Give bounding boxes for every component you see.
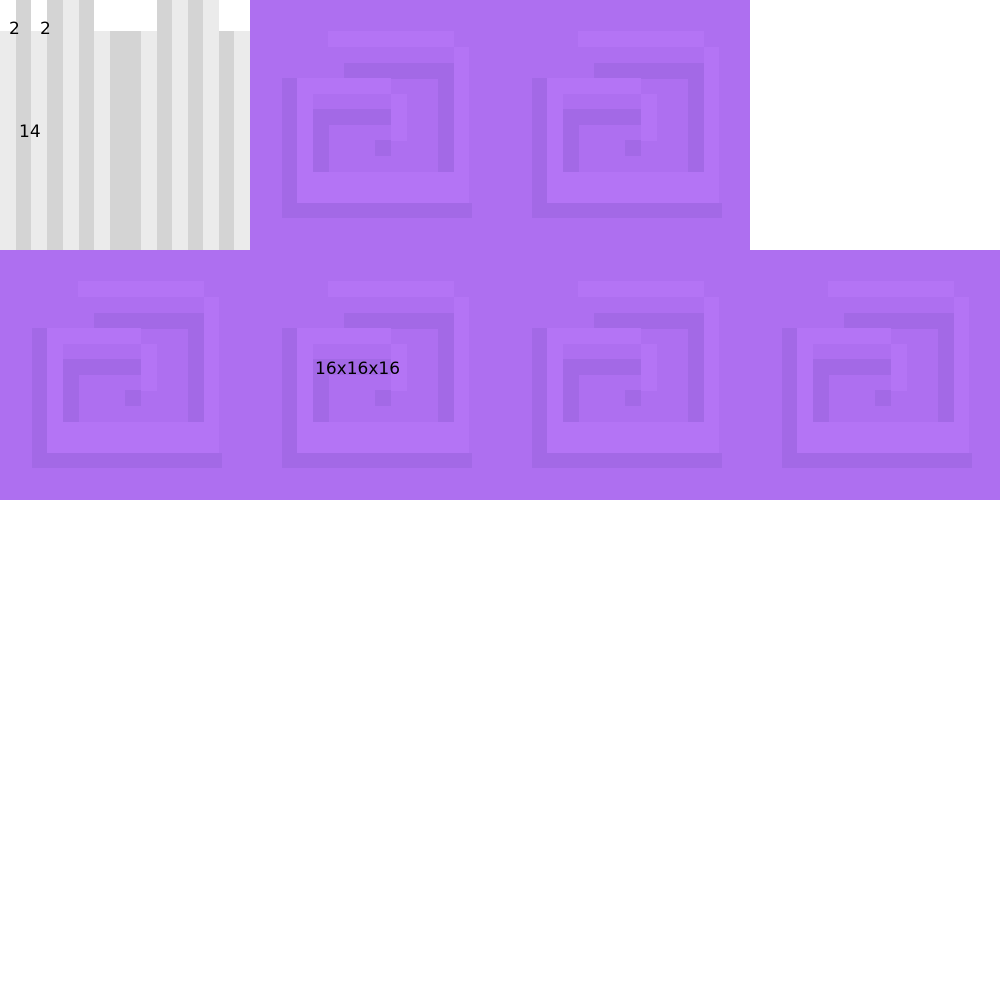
stripe (172, 0, 188, 250)
stripe (16, 0, 31, 250)
size-label: 16x16x16 (315, 359, 401, 379)
stripe (188, 0, 203, 250)
top-dimension-label: 2 (40, 19, 51, 39)
stripe (0, 0, 16, 250)
side-dimension-label: 14 (19, 122, 41, 142)
stripe (79, 0, 94, 250)
spiral-pattern (250, 0, 500, 250)
texture-strip-panel (0, 0, 250, 250)
stripe (110, 0, 141, 250)
stripe (157, 0, 172, 250)
texture-face (250, 250, 500, 500)
texture-face (500, 0, 750, 250)
stripe (203, 0, 219, 250)
spiral-pattern (250, 250, 500, 500)
stripe (31, 0, 47, 250)
stripe (47, 0, 63, 250)
stripe (63, 0, 79, 250)
stripe (219, 0, 234, 250)
top-dimension-label: 2 (9, 19, 20, 39)
stripe-gap (219, 0, 250, 31)
texture-face (250, 0, 500, 250)
texture-face (0, 250, 250, 500)
stripe-gap (0, 0, 16, 31)
stripe (141, 0, 157, 250)
stripe (94, 0, 110, 250)
stripe-gap (31, 0, 47, 31)
spiral-pattern (500, 250, 750, 500)
spiral-pattern (500, 0, 750, 250)
texture-face (750, 250, 1000, 500)
stripe-gap (94, 0, 157, 31)
stripe (234, 0, 250, 250)
spiral-pattern (750, 250, 1000, 500)
spiral-pattern (0, 250, 250, 500)
texture-face (500, 250, 750, 500)
